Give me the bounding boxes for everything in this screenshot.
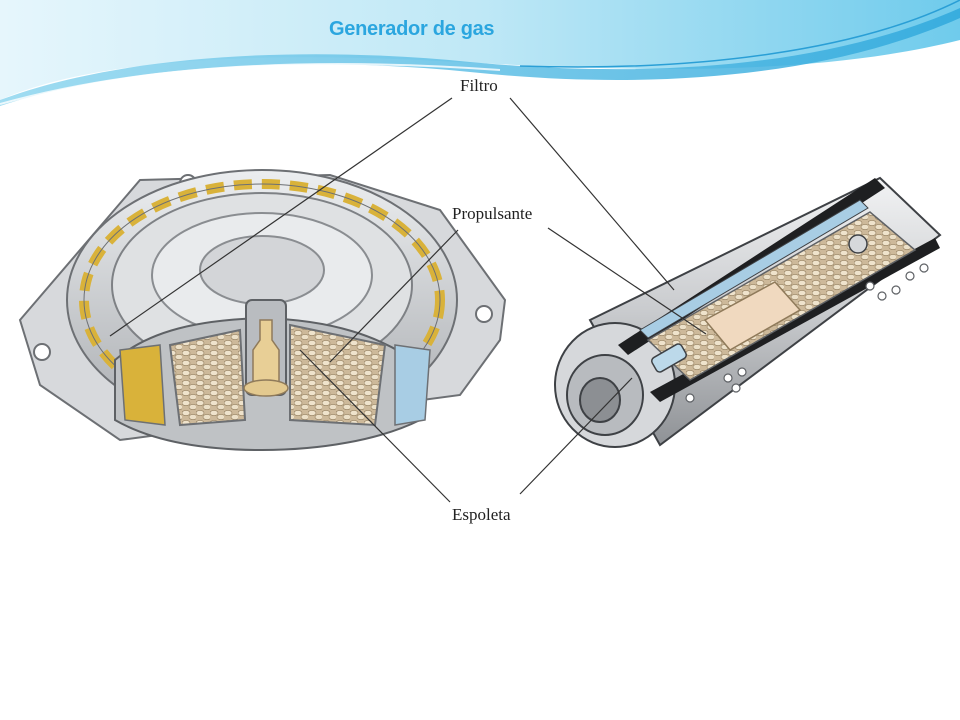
disc-generator xyxy=(18,169,507,452)
label-filter: Filtro xyxy=(460,76,498,95)
label-propellant: Propulsante xyxy=(452,204,533,223)
header-banner xyxy=(0,0,960,106)
tubular-generator xyxy=(554,176,942,448)
slide-title: Generador de gas xyxy=(329,18,495,40)
label-igniter: Espoleta xyxy=(452,505,511,524)
leader-lines xyxy=(109,97,707,503)
